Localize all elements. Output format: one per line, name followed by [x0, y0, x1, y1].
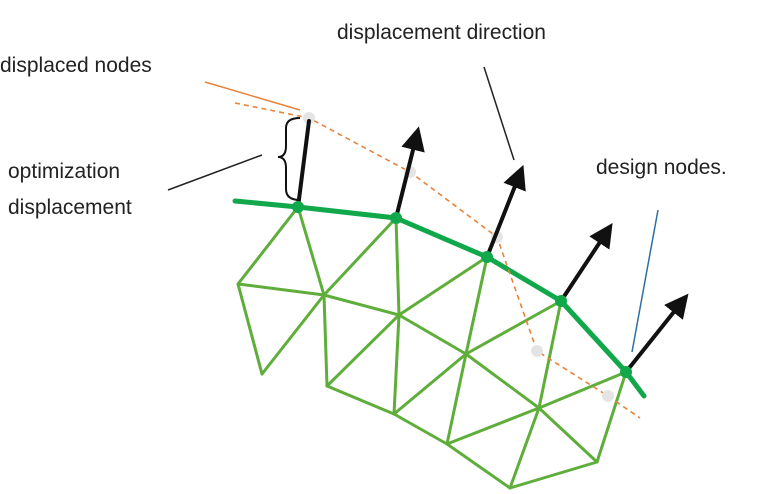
design-node: [390, 212, 402, 224]
displacement-arrow-icon: [559, 222, 613, 303]
design-curve: [232, 198, 647, 399]
displacement-arrows: [296, 119, 689, 374]
truss-member: [392, 412, 449, 446]
displacement-arrow-icon: [624, 293, 689, 374]
truss-member: [595, 370, 628, 464]
truss-member: [325, 313, 401, 388]
label-displaced-nodes: displaced nodes: [0, 54, 152, 77]
displaced-node: [602, 390, 614, 402]
truss-member: [392, 313, 401, 416]
truss-member: [537, 406, 599, 464]
label-displacement-direction: displacement direction: [337, 21, 546, 44]
truss-member: [464, 299, 563, 356]
truss-member: [397, 313, 468, 356]
truss-member: [464, 255, 489, 356]
truss-member: [508, 460, 599, 490]
truss-member: [236, 205, 300, 286]
label-optimization: optimization: [8, 160, 120, 183]
displacement-arrow-icon: [485, 164, 526, 259]
truss-structure: [236, 205, 628, 490]
truss-member: [322, 293, 401, 317]
curly-brace-icon: [277, 117, 301, 201]
truss-member: [397, 255, 489, 317]
displaced-node: [303, 112, 315, 124]
truss-member: [322, 216, 398, 297]
truss-member: [325, 384, 396, 416]
truss-member: [464, 352, 541, 410]
displacement-arrow-icon: [296, 119, 311, 209]
design-nodes: [292, 201, 632, 378]
truss-member: [445, 406, 541, 446]
label-design-nodes: design nodes.: [596, 156, 727, 179]
truss-member: [537, 299, 563, 410]
design-node: [555, 295, 567, 307]
truss-member: [392, 352, 468, 416]
leader-design-nodes: [631, 209, 659, 353]
truss-member: [445, 442, 512, 490]
design-node: [292, 201, 304, 213]
displaced-curve: [234, 102, 641, 419]
truss-member: [537, 370, 628, 410]
leader-optimization-displacement: [167, 154, 263, 191]
truss-member: [296, 205, 326, 297]
truss-member: [236, 282, 264, 376]
displaced-node: [531, 345, 543, 357]
label-displacement: displacement: [8, 196, 132, 219]
truss-member: [508, 406, 541, 490]
truss-member: [236, 282, 326, 297]
design-node: [481, 251, 493, 263]
displacement-arrow-icon: [394, 126, 425, 220]
truss-member: [445, 352, 468, 446]
truss-member: [260, 293, 326, 376]
leader-displaced-nodes: [204, 81, 301, 111]
truss-member: [394, 216, 401, 317]
design-node: [620, 366, 632, 378]
truss-member: [322, 293, 329, 388]
leader-displacement-direction: [483, 66, 515, 161]
